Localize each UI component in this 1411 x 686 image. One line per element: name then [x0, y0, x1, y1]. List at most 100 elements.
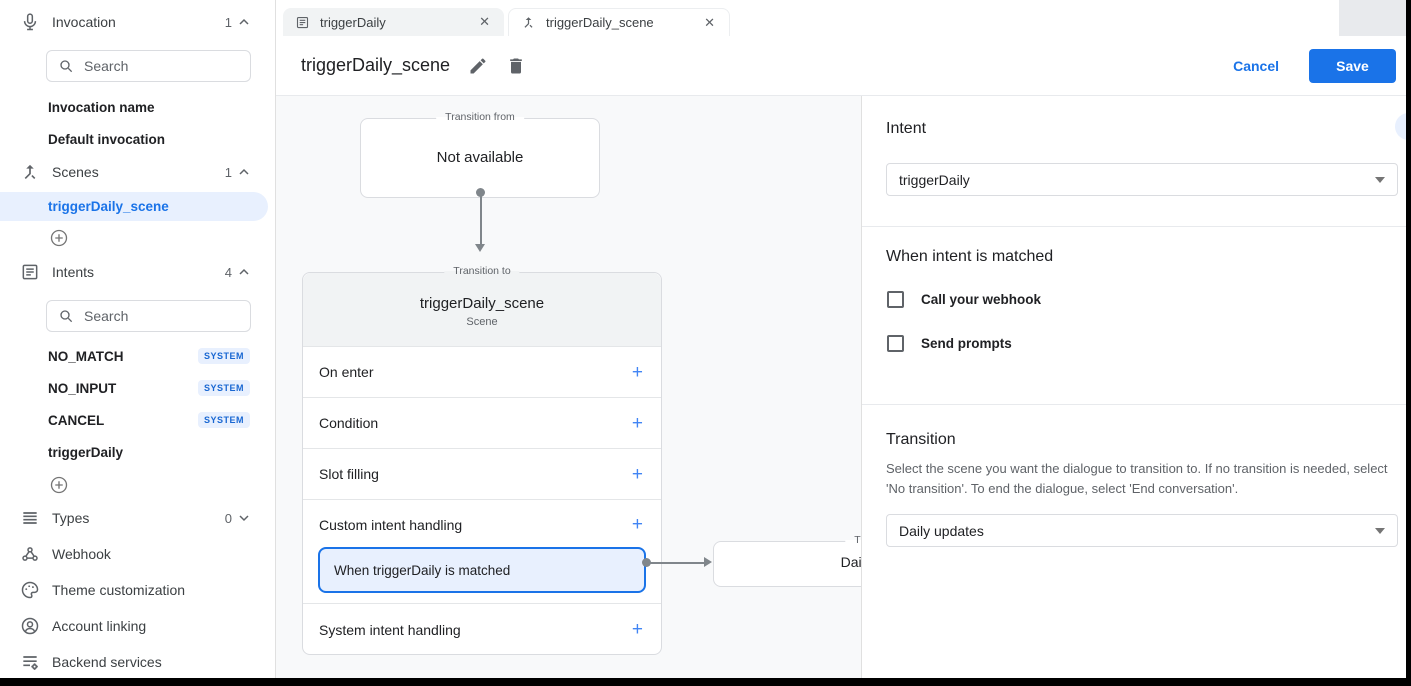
- intents-search[interactable]: [46, 300, 251, 332]
- scene-row-on-enter: On enter +: [303, 346, 661, 397]
- transition-description: Select the scene you want the dialogue t…: [886, 461, 1388, 496]
- sidebar-item-intent[interactable]: CANCEL: [48, 413, 105, 428]
- invocation-search[interactable]: [46, 50, 251, 82]
- sidebar-section-types[interactable]: Types 0: [0, 504, 276, 532]
- sidebar-item-account-linking[interactable]: Account linking: [0, 612, 276, 640]
- chevron-down-icon[interactable]: [236, 510, 252, 526]
- sidebar-section-scenes[interactable]: Scenes 1: [0, 158, 276, 186]
- add-on-enter-button[interactable]: +: [631, 361, 643, 383]
- sidebar-item-triggerdaily-scene-selected[interactable]: triggerDaily_scene: [0, 192, 268, 221]
- delete-icon[interactable]: [506, 56, 526, 76]
- section-label: Invocation: [52, 14, 116, 30]
- checkbox-label: Call your webhook: [921, 292, 1042, 307]
- account-circle-icon: [20, 616, 40, 636]
- tabbar-right-region: [1339, 0, 1411, 36]
- tab-triggerdaily[interactable]: triggerDaily ✕: [283, 8, 504, 36]
- transition-from-card: Transition from Not available: [360, 111, 600, 198]
- microphone-icon: [20, 12, 40, 32]
- link-label: Account linking: [52, 618, 147, 634]
- add-slot-filling-button[interactable]: +: [631, 463, 643, 485]
- sidebar-item-default-invocation[interactable]: Default invocation: [48, 132, 166, 147]
- chevron-up-icon[interactable]: [236, 264, 252, 280]
- sidebar-item-theme-customization[interactable]: Theme customization: [0, 576, 276, 604]
- sidebar-item-intent[interactable]: NO_MATCH: [48, 349, 124, 364]
- article-icon: [295, 15, 310, 30]
- section-count: 0: [224, 510, 232, 526]
- row-label: Condition: [319, 415, 379, 431]
- sidebar-item-invocation-name[interactable]: Invocation name: [48, 100, 155, 115]
- scene-row-custom-intent-handling: Custom intent handling + When triggerDai…: [303, 499, 661, 603]
- call-webhook-checkbox-row[interactable]: Call your webhook: [887, 291, 1041, 308]
- scene-row-condition: Condition +: [303, 397, 661, 448]
- close-icon[interactable]: ✕: [479, 14, 490, 29]
- scene-card: Transition to triggerDaily_scene Scene O…: [302, 265, 662, 655]
- system-badge: SYSTEM: [197, 380, 250, 396]
- transition-select[interactable]: Daily updates: [886, 514, 1398, 547]
- add-condition-button[interactable]: +: [631, 412, 643, 434]
- window-edge: [0, 678, 1411, 686]
- webhook-icon: [20, 544, 40, 564]
- connector-line: [650, 562, 705, 564]
- scene-header: triggerDaily_scene Cancel Save: [276, 36, 1411, 96]
- send-prompts-checkbox-row[interactable]: Send prompts: [887, 335, 1012, 352]
- tab-label: triggerDaily_scene: [546, 15, 654, 30]
- selected-scene-label: triggerDaily_scene: [48, 199, 169, 214]
- sidebar-item-webhook[interactable]: Webhook: [0, 540, 276, 568]
- add-custom-intent-button[interactable]: +: [631, 514, 643, 535]
- chevron-up-icon[interactable]: [236, 164, 252, 180]
- transition-heading: Transition: [886, 431, 956, 448]
- article-icon: [20, 262, 40, 282]
- add-intent-button[interactable]: [49, 475, 69, 495]
- dropdown-caret-icon: [1375, 176, 1385, 183]
- window-edge: [1406, 0, 1411, 686]
- add-scene-button[interactable]: [49, 228, 69, 248]
- checkbox-unchecked-icon[interactable]: [887, 335, 904, 352]
- section-count: 1: [224, 164, 232, 180]
- divider: [862, 226, 1411, 227]
- handler-label: When triggerDaily is matched: [334, 562, 511, 578]
- connector-dot: [642, 558, 651, 567]
- scene-row-system-intent-handling: System intent handling +: [303, 603, 661, 655]
- sidebar: Invocation 1 Invocation name Default inv…: [0, 0, 276, 678]
- chevron-up-icon[interactable]: [236, 14, 252, 30]
- close-icon[interactable]: ✕: [704, 14, 715, 30]
- connector-dot: [476, 188, 485, 197]
- section-label: Intents: [52, 264, 95, 280]
- sidebar-section-invocation[interactable]: Invocation 1: [0, 8, 276, 36]
- transition-to-legend: Transition to: [845, 534, 861, 546]
- intent-select[interactable]: triggerDaily: [886, 163, 1398, 196]
- row-label: Custom intent handling: [319, 516, 463, 533]
- transition-select-value: Daily updates: [899, 522, 984, 539]
- add-system-intent-button[interactable]: +: [631, 619, 643, 640]
- dropdown-caret-icon: [1375, 527, 1385, 534]
- sidebar-item-intent[interactable]: triggerDaily: [48, 445, 124, 460]
- intent-heading: Intent: [886, 120, 927, 137]
- reorder-icon: [20, 508, 40, 528]
- intent-handler-selected[interactable]: When triggerDaily is matched: [318, 547, 646, 593]
- sidebar-item-backend-services[interactable]: Backend services: [0, 648, 276, 676]
- search-input[interactable]: [84, 308, 234, 324]
- link-label: Webhook: [52, 546, 111, 562]
- target-scene-name: Daily updates: [840, 554, 861, 570]
- page-title: triggerDaily_scene: [301, 55, 451, 75]
- edit-icon[interactable]: [468, 56, 488, 76]
- scene-diagram-canvas[interactable]: Transition from Not available Transition…: [276, 96, 861, 678]
- scene-card-subtitle: Scene: [466, 316, 498, 328]
- intent-detail-panel: Intent triggerDaily When intent is match…: [861, 96, 1411, 678]
- sidebar-item-intent[interactable]: NO_INPUT: [48, 381, 117, 396]
- scene-row-slot-filling: Slot filling +: [303, 448, 661, 499]
- backend-services-icon: [20, 652, 40, 672]
- connector-line: [480, 196, 482, 245]
- transition-target-card[interactable]: Transition to Daily updates: [713, 534, 861, 587]
- sidebar-section-intents[interactable]: Intents 4: [0, 258, 276, 286]
- cancel-button[interactable]: Cancel: [1233, 57, 1279, 74]
- search-input[interactable]: [84, 58, 234, 74]
- system-badge: SYSTEM: [197, 348, 250, 364]
- save-button[interactable]: Save: [1309, 48, 1396, 83]
- tab-triggerdaily-scene[interactable]: triggerDaily_scene ✕: [508, 8, 730, 36]
- checkbox-unchecked-icon[interactable]: [887, 291, 904, 308]
- section-count: 4: [224, 264, 232, 280]
- connector-arrowhead: [704, 557, 712, 567]
- section-label: Types: [52, 510, 90, 526]
